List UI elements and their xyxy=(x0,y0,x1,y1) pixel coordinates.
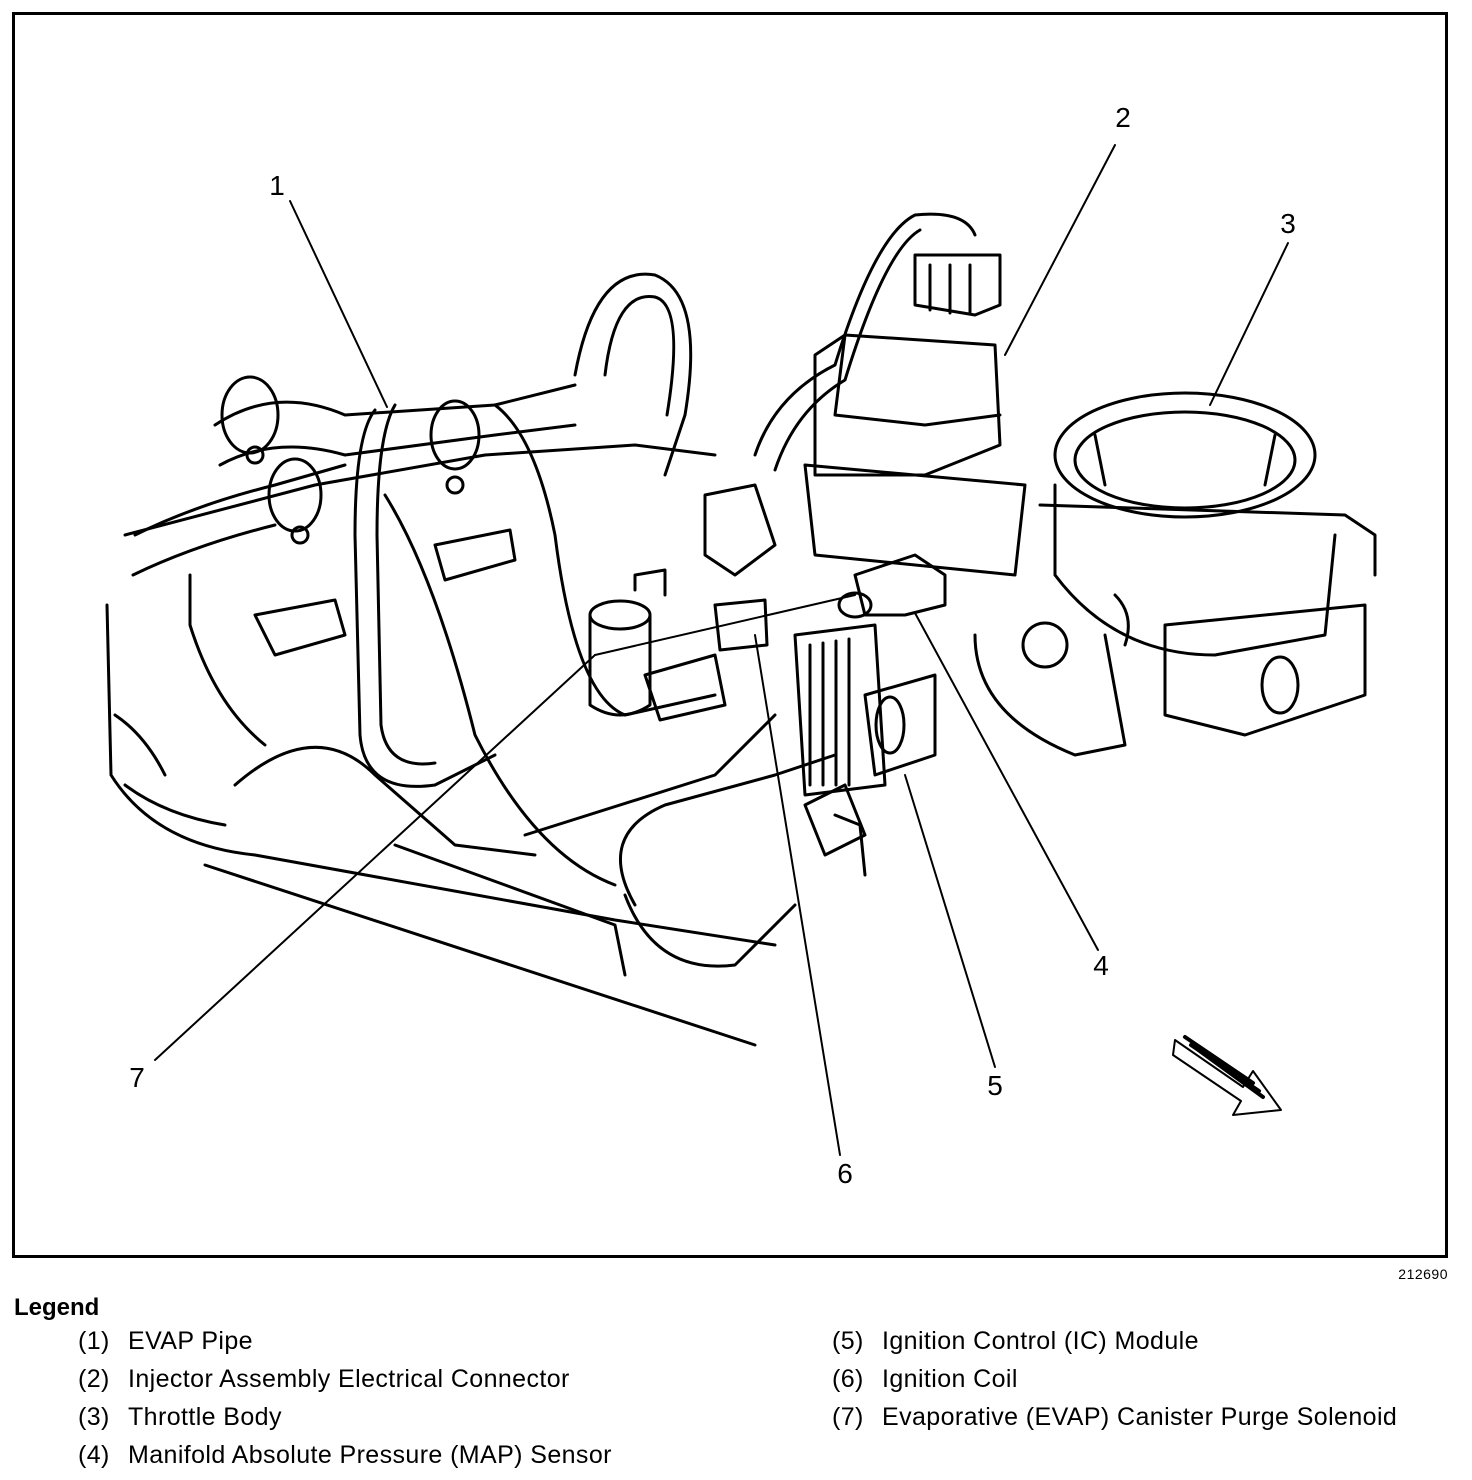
evap-purge-solenoid xyxy=(588,568,727,722)
throttle-body-injector-cover xyxy=(803,253,1027,577)
wiring-harness xyxy=(383,212,977,968)
legend-title: Legend xyxy=(14,1294,100,1321)
legend-item: (7) Evaporative (EVAP) Canister Purge So… xyxy=(832,1402,1432,1433)
engine-line-drawing: 1 2 3 4 5 6 7 xyxy=(105,102,1377,1189)
intake-manifold xyxy=(105,443,867,1047)
evap-pipe xyxy=(353,403,497,788)
legend-item: (2) Injector Assembly Electrical Connect… xyxy=(78,1364,778,1395)
legend-item: (1) EVAP Pipe xyxy=(78,1326,778,1357)
legend-number: (2) xyxy=(78,1365,110,1393)
legend-text: Injector Assembly Electrical Connector xyxy=(128,1365,570,1393)
legend-item: (3) Throttle Body xyxy=(78,1402,778,1433)
legend-left-column: (1) EVAP Pipe (2) Injector Assembly Elec… xyxy=(78,1326,778,1478)
legend-number: (6) xyxy=(832,1365,864,1393)
ignition-coil xyxy=(703,483,867,857)
legend-number: (7) xyxy=(832,1403,864,1431)
throttle-body xyxy=(973,391,1377,757)
legend-right-column: (5) Ignition Control (IC) Module (6) Ign… xyxy=(832,1326,1432,1440)
callout-3: 3 xyxy=(1280,208,1296,239)
callout-1: 1 xyxy=(269,170,285,201)
legend-number: (3) xyxy=(78,1403,110,1431)
engine-diagram: 1 2 3 4 5 6 7 xyxy=(12,12,1448,1258)
callout-2: 2 xyxy=(1115,102,1131,133)
legend-number: (5) xyxy=(832,1327,864,1355)
legend-text: Throttle Body xyxy=(128,1403,282,1431)
callout-7: 7 xyxy=(129,1062,145,1093)
ic-module xyxy=(793,623,937,797)
legend-number: (1) xyxy=(78,1327,110,1355)
legend-text: Manifold Absolute Pressure (MAP) Sensor xyxy=(128,1441,612,1469)
legend-text: EVAP Pipe xyxy=(128,1327,253,1355)
callout-5: 5 xyxy=(987,1070,1003,1101)
legend-text: Ignition Control (IC) Module xyxy=(882,1327,1199,1355)
leader-lines xyxy=(154,144,1289,1156)
legend-number: (4) xyxy=(78,1441,110,1469)
legend-text: Evaporative (EVAP) Canister Purge Soleno… xyxy=(882,1403,1398,1431)
callout-labels: 1 2 3 4 5 6 7 xyxy=(129,102,1296,1189)
legend-item: (6) Ignition Coil xyxy=(832,1364,1432,1395)
forward-arrow-icon xyxy=(1172,1035,1282,1116)
fuel-tube xyxy=(131,375,577,577)
map-sensor xyxy=(837,553,947,619)
callout-4: 4 xyxy=(1093,950,1109,981)
legend-item: (5) Ignition Control (IC) Module xyxy=(832,1326,1432,1357)
figure-number: 212690 xyxy=(1398,1266,1448,1282)
legend-item: (4) Manifold Absolute Pressure (MAP) Sen… xyxy=(78,1440,778,1471)
callout-6: 6 xyxy=(837,1158,853,1189)
legend-text: Ignition Coil xyxy=(882,1365,1018,1393)
